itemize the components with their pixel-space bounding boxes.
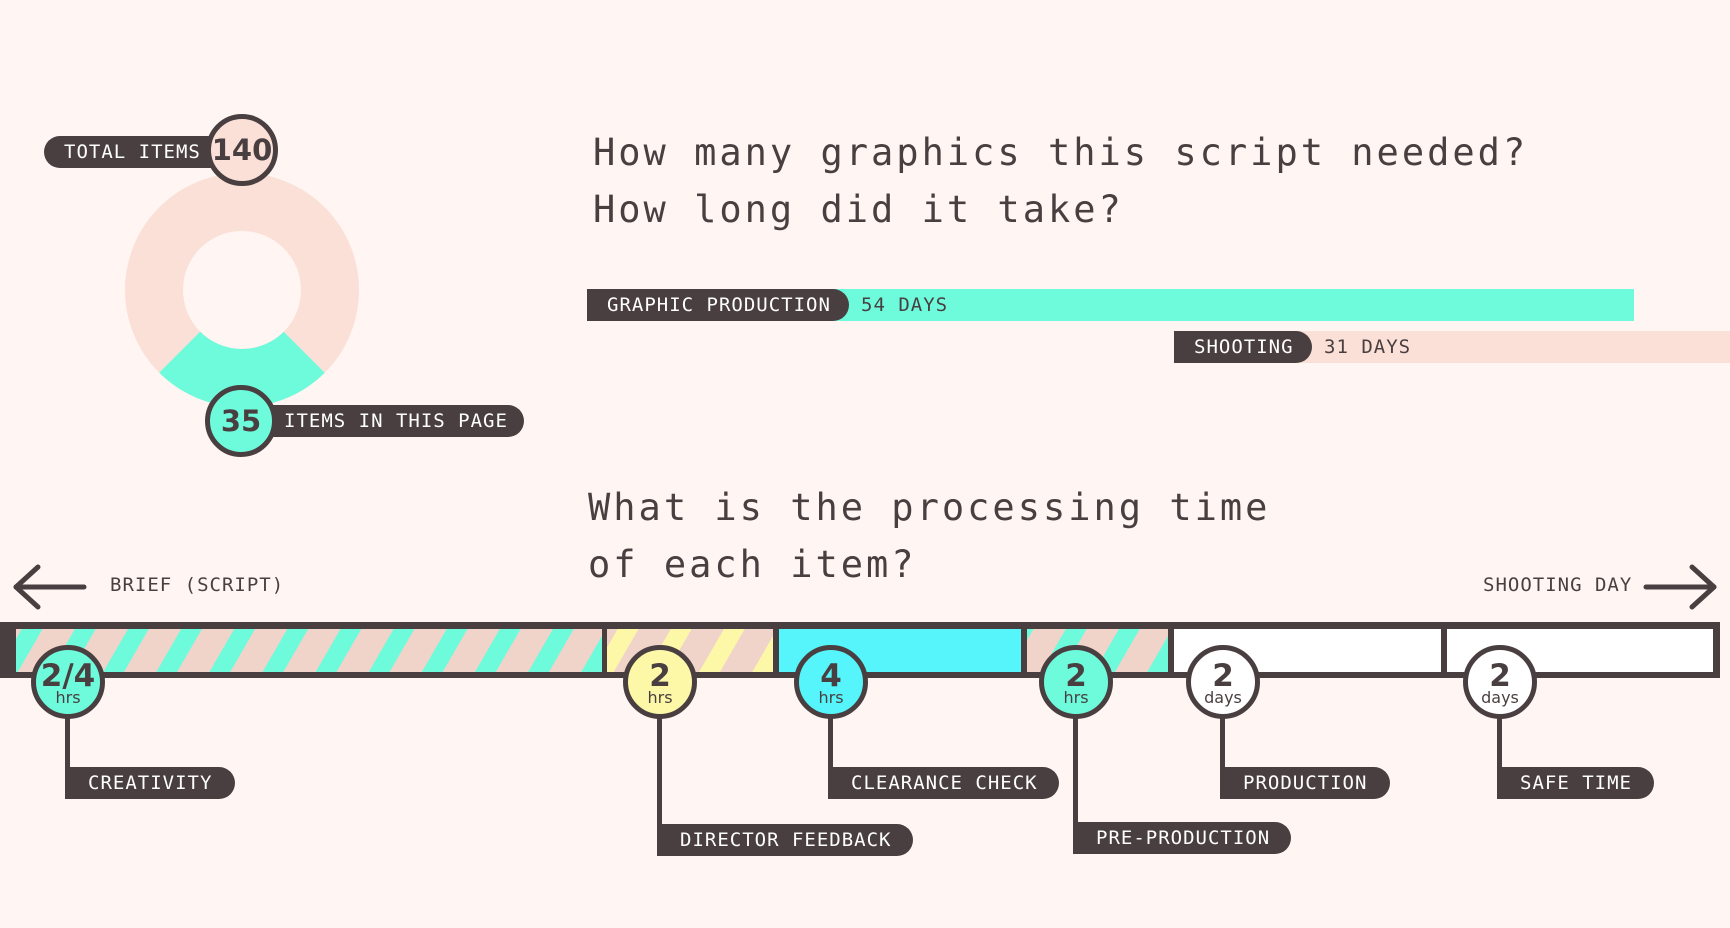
step-node-creativity: 2/4 hrs [31,645,105,719]
step-unit: days [1204,688,1242,707]
step-value: 2 [1489,658,1511,694]
step-label-director-feedback: DIRECTOR FEEDBACK [657,824,913,856]
arrow-right-icon [1642,563,1720,611]
step-value: 2/4 [40,658,96,694]
page-items-label: ITEMS IN THIS PAGE [250,405,524,437]
graphic-production-value: 54 DAYS [861,294,949,316]
step-value: 4 [820,658,842,694]
segment-creativity [16,629,602,672]
timeline-start-label: BRIEF (SCRIPT) [110,574,285,596]
connector-creativity [65,700,70,783]
connector-production [1220,700,1225,783]
donut-page-arc [124,172,359,407]
step-node-director-feedback: 2 hrs [623,645,697,719]
connector-clearance-check [828,700,833,783]
total-items-badge: 140 [206,114,278,186]
question-graphics-count: How many graphics this script needed? [593,131,1529,174]
step-unit: days [1481,688,1519,707]
step-unit: hrs [818,688,844,707]
step-unit: hrs [55,688,81,707]
step-node-safe-time: 2 days [1463,645,1537,719]
arrow-left-icon [10,563,88,611]
step-label-creativity: CREATIVITY [65,767,235,799]
donut-svg [124,172,359,407]
question-duration: How long did it take? [593,188,1124,231]
connector-director-feedback [657,700,662,840]
step-value: 2 [1212,658,1234,694]
step-node-production: 2 days [1186,645,1260,719]
step-label-clearance-check: CLEARANCE CHECK [828,767,1059,799]
step-node-pre-production: 2 hrs [1039,645,1113,719]
step-unit: hrs [1063,688,1089,707]
shooting-label: SHOOTING [1174,331,1312,363]
step-label-safe-time: SAFE TIME [1497,767,1654,799]
items-donut-chart [124,172,360,408]
step-value: 2 [1065,658,1087,694]
question-each-item: of each item? [588,543,917,586]
step-value: 2 [649,658,671,694]
step-label-production: PRODUCTION [1220,767,1390,799]
step-label-pre-production: PRE-PRODUCTION [1073,822,1291,854]
step-node-clearance-check: 4 hrs [794,645,868,719]
connector-safe-time [1497,700,1502,783]
connector-pre-production [1073,700,1078,840]
shooting-value: 31 DAYS [1324,336,1412,358]
graphic-production-label: GRAPHIC PRODUCTION [587,289,849,321]
page-items-badge: 35 [205,385,277,457]
timeline-end-label: SHOOTING DAY [1483,574,1633,596]
question-processing-time: What is the processing time [588,486,1271,529]
step-unit: hrs [647,688,673,707]
